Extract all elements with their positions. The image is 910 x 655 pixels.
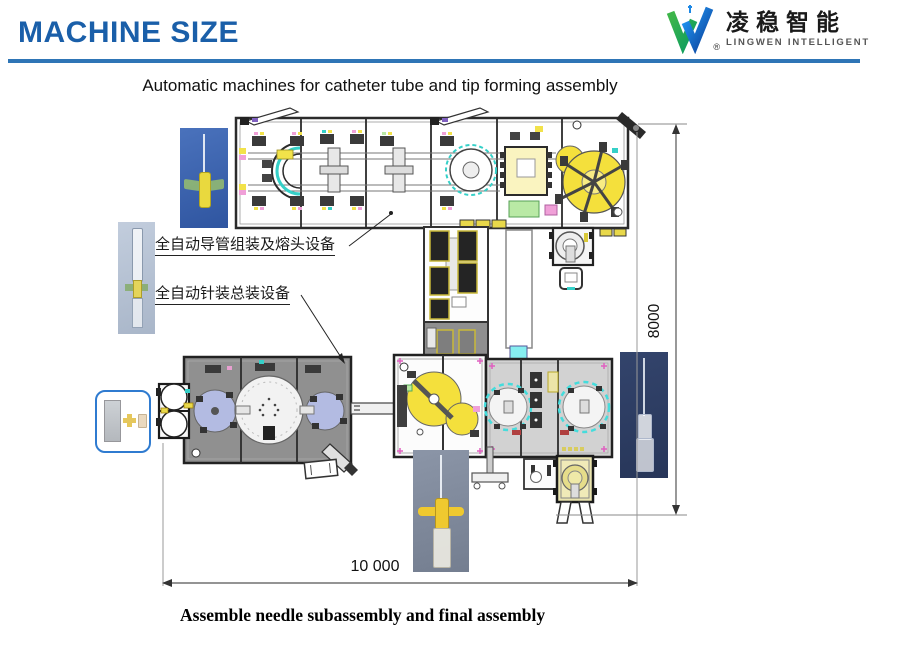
- needle-subassembly-machine: [156, 355, 358, 480]
- needle-icon: [440, 455, 442, 501]
- bowl-feeders: [156, 382, 194, 440]
- hub-icon: [435, 498, 449, 530]
- final-assembly-machine-a: [392, 353, 488, 459]
- dimension-lines: [162, 123, 687, 587]
- wing-icon: [184, 178, 200, 192]
- lingwen-w-icon: ®: [666, 4, 721, 55]
- top-machine: [234, 107, 646, 237]
- buffer-tower: [423, 226, 489, 363]
- needle-plus-hub-card: [95, 390, 151, 453]
- needle-part-icon: [104, 400, 121, 442]
- needle-icon: [643, 358, 645, 416]
- leader-lines: [300, 211, 393, 364]
- plus-icon: [127, 414, 132, 427]
- page-title: MACHINE SIZE: [18, 16, 240, 49]
- final-assembly-machine-b: [483, 357, 614, 459]
- label-catheter-line: 全自动导管组装及熔头设备: [155, 233, 336, 256]
- caption: Assemble needle subassembly and final as…: [180, 605, 546, 625]
- brand-name-cn: 凌稳智能: [726, 9, 847, 35]
- small-rotary-unit: [549, 226, 595, 290]
- hub-icon: [199, 172, 211, 208]
- hub-part-icon: [138, 414, 147, 428]
- outfeed-units: [471, 446, 597, 524]
- dim-height-label: 8000: [646, 303, 663, 339]
- wing-icon: [418, 507, 436, 516]
- brand-name-en: LINGWEN INTELLIGENT: [726, 37, 870, 49]
- transfer-conveyor: [350, 402, 395, 415]
- registered-mark: ®: [713, 42, 721, 52]
- signal-flag: [240, 107, 300, 126]
- pallets: [252, 130, 454, 210]
- iv-catheter-photo: [413, 450, 469, 572]
- title-underline: [8, 59, 860, 63]
- catheter-needle-photo: [118, 222, 155, 334]
- needle-assembly-photo: [620, 352, 668, 478]
- brand-logo: ® 凌稳智能 LINGWEN INTELLIGENT: [666, 4, 870, 55]
- hub-icon: [133, 280, 142, 298]
- signal-flag: [430, 107, 490, 126]
- cap-icon: [132, 228, 143, 282]
- vertical-column: [505, 229, 533, 373]
- subtitle: Automatic machines for catheter tube and…: [142, 76, 618, 95]
- catheter-hub-photo: [180, 128, 228, 228]
- brand-text: 凌稳智能 LINGWEN INTELLIGENT: [726, 4, 870, 48]
- dim-width-label: 10 000: [350, 558, 400, 575]
- label-needle-line: 全自动针装总装设备: [155, 282, 291, 305]
- stem-icon: [132, 298, 143, 328]
- wing-icon: [446, 507, 464, 516]
- wing-icon: [125, 284, 134, 291]
- wing-icon: [139, 284, 148, 291]
- body-icon: [433, 528, 451, 568]
- needle-icon: [203, 134, 205, 174]
